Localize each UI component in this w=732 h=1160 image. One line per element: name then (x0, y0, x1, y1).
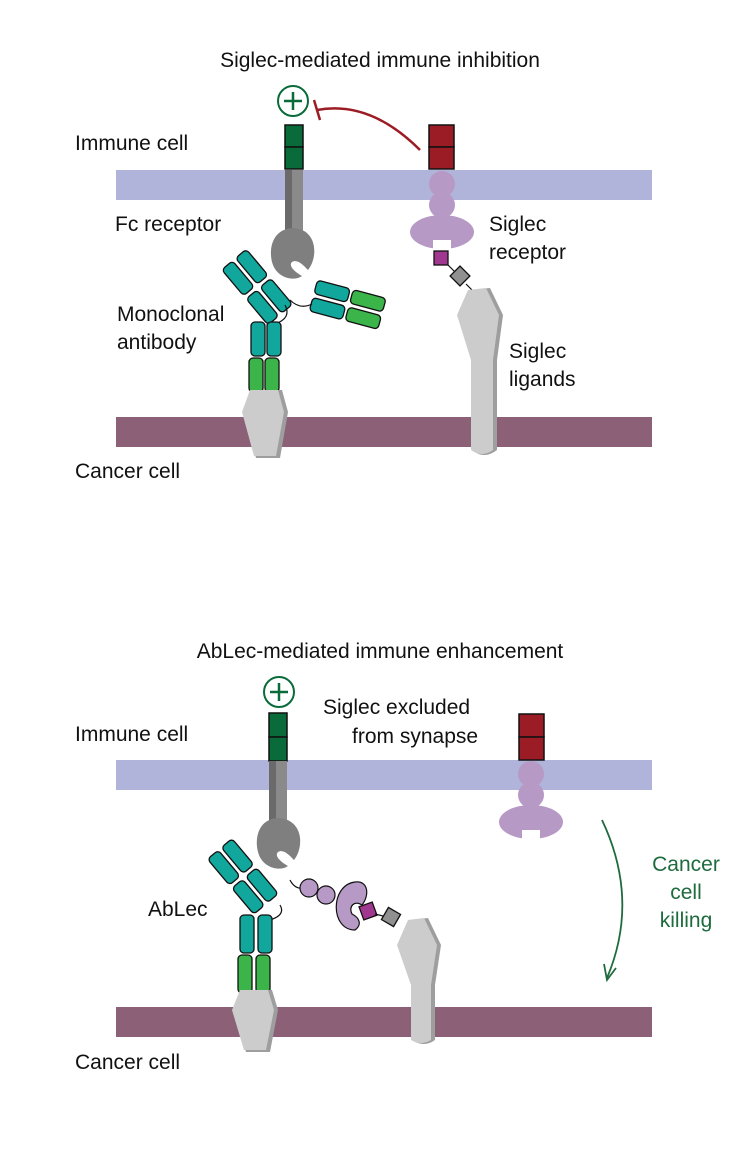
activation-plus-icon (277, 85, 309, 117)
siglec-ligands-label-line2: ligands (509, 368, 576, 391)
ablec-label: AbLec (148, 898, 208, 921)
bottom-panel-title: AbLec-mediated immune enhancement (196, 640, 564, 663)
monoclonal-antibody-label-line1: Monoclonal (117, 303, 225, 326)
siglec-ligands-label-line1: Siglec (509, 340, 567, 363)
siglec-ligand-icon (397, 918, 441, 1044)
fc-receptor-icon (270, 124, 315, 279)
immune-cell-label: Immune cell (75, 723, 189, 746)
killing-label-line2: cell (670, 881, 702, 904)
cancer-antigen-icon (232, 990, 278, 1052)
cancer-cell-label: Cancer cell (75, 1051, 181, 1074)
killing-arrow-icon (601, 819, 624, 983)
cancer-antigen-icon (242, 390, 288, 458)
killing-label-line3: killing (659, 909, 713, 932)
siglec-excluded-label-line1: Siglec excluded (323, 696, 471, 719)
immune-cell-membrane (116, 760, 652, 790)
top-panel-title: Siglec-mediated immune inhibition (220, 49, 540, 72)
siglec-receptor-label-line2: receptor (489, 241, 567, 264)
activation-plus-icon (263, 676, 295, 708)
fc-receptor-icon (256, 712, 301, 869)
immune-cell-label: Immune cell (75, 132, 189, 155)
fc-receptor-label: Fc receptor (115, 213, 222, 236)
cancer-cell-membrane (116, 1007, 652, 1037)
bottom-panel-graphics (116, 676, 652, 1052)
killing-label-line1: Cancer (652, 853, 720, 876)
ablec-icon (208, 839, 402, 994)
siglec-ligand-icon (457, 288, 503, 455)
siglec-excluded-label-line2: from synapse (352, 725, 479, 748)
immune-cell-membrane (116, 170, 652, 200)
excluded-siglec-icon (499, 713, 563, 842)
monoclonal-antibody-icon (222, 250, 386, 393)
sialic-acid-glycan-icon (433, 250, 473, 291)
siglec-receptor-icon (410, 124, 474, 252)
inhibition-arrow-icon (312, 99, 421, 151)
cancer-cell-label: Cancer cell (75, 460, 181, 483)
siglec-receptor-label-line1: Siglec (489, 213, 547, 236)
cancer-cell-membrane (116, 417, 652, 447)
monoclonal-antibody-label-line2: antibody (117, 331, 197, 354)
top-panel-graphics (116, 85, 652, 458)
